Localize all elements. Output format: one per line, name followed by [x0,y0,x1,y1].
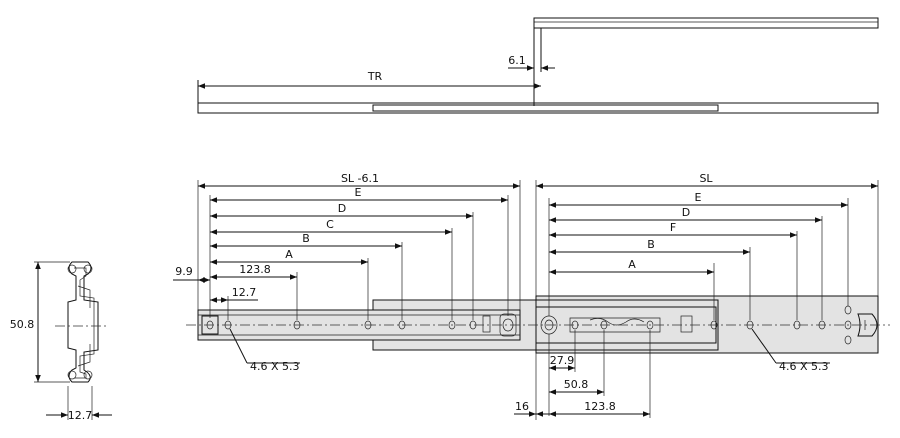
top-intermediate-rail [372,104,719,112]
dim-123-8-left: 123.8 [239,263,271,276]
dim-d-left: D [338,202,346,215]
section-view: 50.8 12.7 [10,261,112,422]
dim-f-right: F [670,221,676,234]
dim-width: 12.7 [68,409,93,422]
dim-sl: SL [699,172,713,185]
dim-27-9: 27.9 [550,354,575,367]
dim-9-9: 9.9 [175,265,193,278]
dim-a-right: A [628,258,636,271]
dim-50-8: 50.8 [564,378,589,391]
dim-e-right: E [695,191,702,204]
dim-d-right: D [682,206,690,219]
top-member-rail [533,17,879,29]
dim-height: 50.8 [10,318,35,331]
dim-b-right: B [647,238,655,251]
hole-callout-left: 4.6 X 5.3 [250,360,300,373]
dim-16: 16 [515,400,529,413]
dim-a-left: A [285,248,293,261]
holes-left [224,320,477,330]
dim-tr: TR [367,70,383,83]
front-view: SL -6.1 E D C B A 123.8 9.9 12.7 4.6 X 5… [173,172,890,420]
dim-c-left: C [326,218,334,231]
hole-callout-right: 4.6 X 5.3 [779,360,829,373]
dim-123-8-right: 123.8 [584,400,616,413]
dim-12-7: 12.7 [232,286,257,299]
top-view: TR 6.1 [197,17,879,114]
dim-sl-minus: SL -6.1 [341,172,379,185]
dim-e-left: E [355,186,362,199]
dim-b-left: B [302,232,310,245]
top-outer-rail [197,102,879,114]
dim-offset-6-1: 6.1 [508,54,526,67]
